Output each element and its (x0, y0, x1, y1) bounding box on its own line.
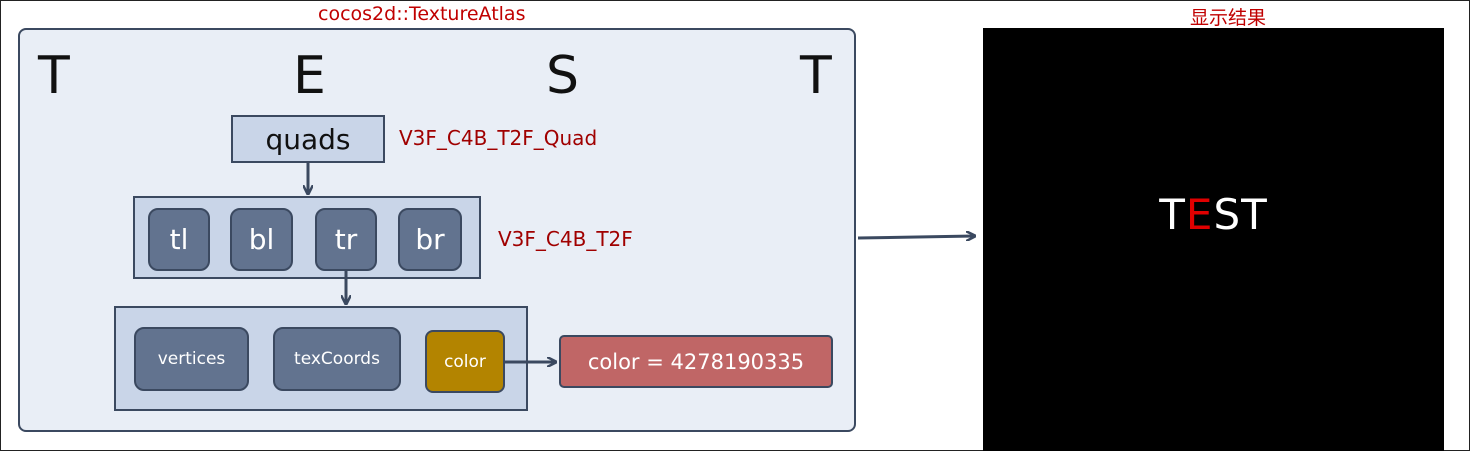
result-char-s: S (1213, 190, 1242, 239)
render-result-panel: TEST (983, 28, 1444, 451)
letter-t-1: T (38, 46, 70, 106)
color-value-box: color = 4278190335 (559, 335, 833, 388)
result-text: TEST (983, 190, 1444, 239)
corner-tl: tl (148, 208, 210, 271)
letter-t-2: T (800, 46, 832, 106)
quads-box: quads (231, 115, 385, 163)
field-vertices: vertices (134, 327, 249, 391)
field-color: color (425, 330, 505, 393)
result-char-e: E (1185, 190, 1214, 239)
result-char-t2: T (1241, 190, 1268, 239)
display-result-title: 显示结果 (1190, 7, 1267, 29)
letter-e: E (293, 46, 326, 106)
quad-type-label: V3F_C4B_T2F_Quad (399, 126, 598, 150)
corner-bl: bl (230, 208, 293, 271)
result-char-t1: T (1159, 190, 1186, 239)
field-texcoords: texCoords (273, 327, 401, 391)
letter-s: S (546, 46, 580, 106)
corner-tr: tr (315, 208, 377, 271)
vertex-type-label: V3F_C4B_T2F (498, 227, 633, 251)
texture-atlas-title: cocos2d::TextureAtlas (318, 3, 526, 25)
arrow-atlas-to-result (857, 236, 974, 238)
corner-br: br (398, 208, 462, 271)
